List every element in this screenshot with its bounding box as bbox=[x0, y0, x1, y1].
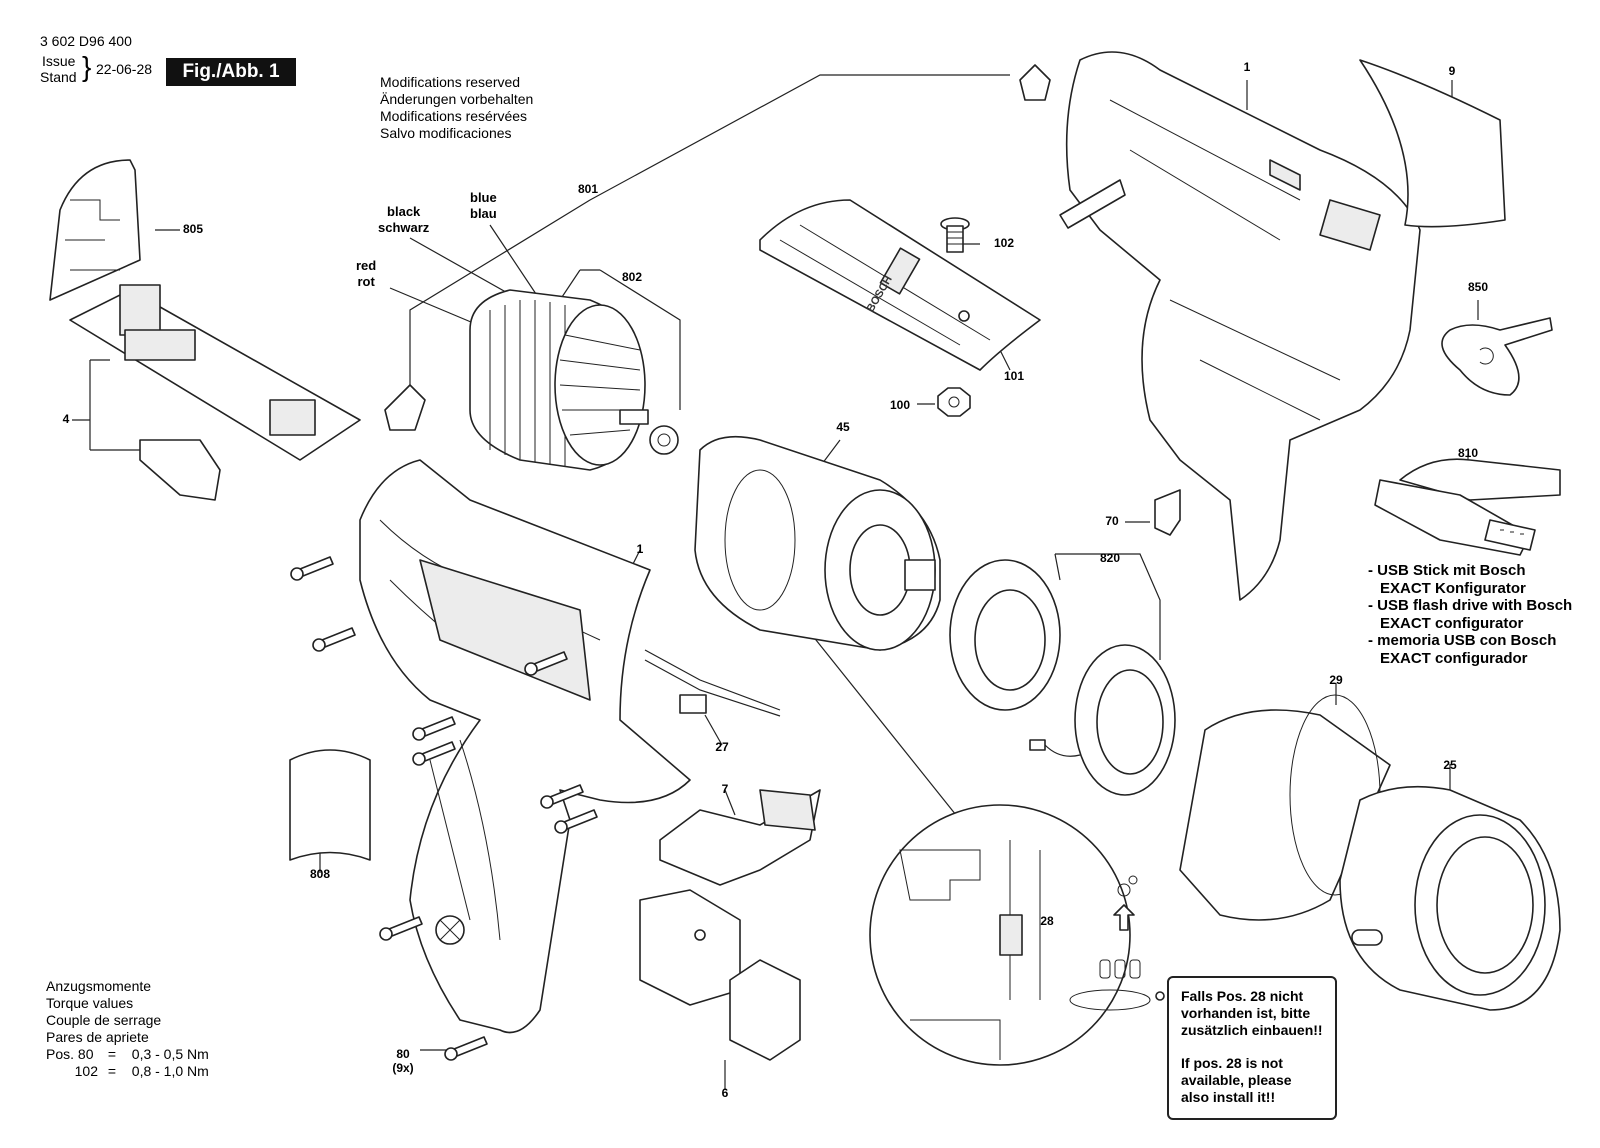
part-label-27: 27 bbox=[715, 740, 729, 755]
notice-en: If pos. 28 is not available, please also… bbox=[1181, 1055, 1292, 1105]
screw-part-102 bbox=[940, 217, 970, 253]
part-label-1-right: 1 bbox=[1243, 60, 1251, 75]
usb-note-line-3: - USB flash drive with Bosch bbox=[1368, 597, 1573, 614]
usb-stick-part-810 bbox=[1374, 458, 1561, 556]
issue-label-1: Issue bbox=[42, 53, 76, 69]
torque-row: Pos. 80 = 0,3 - 0,5 Nm bbox=[46, 1046, 209, 1062]
torque-title-en: Torque values bbox=[46, 995, 134, 1011]
part-label-808: 808 bbox=[309, 867, 331, 882]
install-notice-box: Falls Pos. 28 nicht vorhanden ist, bitte… bbox=[1167, 976, 1337, 1120]
clip-part-70 bbox=[1154, 489, 1181, 536]
motor-part-802 bbox=[469, 289, 679, 471]
label-sheet-part-9 bbox=[1359, 59, 1506, 228]
part-label-1-left: 1 bbox=[636, 542, 644, 557]
switch-slider-part-7 bbox=[659, 789, 821, 886]
screws-part-80 bbox=[290, 556, 598, 1061]
torque-title-es: Pares de apriete bbox=[46, 1029, 149, 1045]
usb-note-line-1: - USB Stick mit Bosch bbox=[1368, 562, 1526, 579]
part-label-100: 100 bbox=[889, 398, 911, 413]
usb-stick-note: - USB Stick mit Bosch EXACT Konfigurator… bbox=[1368, 562, 1572, 667]
part-label-102: 102 bbox=[993, 236, 1015, 251]
wire-red-label: red rot bbox=[356, 258, 377, 289]
part-label-9: 9 bbox=[1448, 64, 1456, 79]
part-label-810: 810 bbox=[1457, 446, 1479, 461]
housing-right-part-1 bbox=[1059, 51, 1421, 601]
brush-holder-part bbox=[384, 64, 1051, 431]
issue-label-2: Stand bbox=[40, 69, 77, 85]
cover-plate-part-101 bbox=[759, 199, 1041, 371]
usb-note-line-6: EXACT configurador bbox=[1380, 649, 1528, 667]
switch-part-6 bbox=[639, 889, 801, 1061]
modification-es: Salvo modificaciones bbox=[380, 125, 512, 141]
part-label-850: 850 bbox=[1467, 280, 1489, 295]
usb-note-line-4: EXACT configurator bbox=[1380, 614, 1524, 632]
gearbox-part-45 bbox=[694, 435, 941, 651]
wire-blue-label: blue blau bbox=[470, 190, 497, 221]
modifications-notice: Modifications reserved Änderungen vorbeh… bbox=[380, 74, 533, 142]
part-label-80: 80 (9x) bbox=[392, 1047, 414, 1075]
usb-note-line-2: EXACT Konfigurator bbox=[1380, 579, 1526, 597]
torque-title-de: Anzugsmomente bbox=[46, 978, 152, 994]
torque-title-fr: Couple de serrage bbox=[46, 1012, 162, 1028]
label-sheet-part-808 bbox=[289, 749, 371, 861]
part-label-802: 802 bbox=[621, 270, 643, 285]
part-label-70: 70 bbox=[1105, 514, 1119, 529]
nut-part-100 bbox=[937, 387, 971, 417]
figure-label: Fig./Abb. 1 bbox=[166, 58, 296, 86]
detail-circle-part-28 bbox=[869, 804, 1165, 1066]
part-label-25: 25 bbox=[1443, 758, 1457, 773]
part-label-801: 801 bbox=[577, 182, 599, 197]
part-label-7: 7 bbox=[721, 782, 729, 797]
cable-part-27 bbox=[644, 649, 781, 717]
ring-assembly-part-820 bbox=[949, 559, 1176, 796]
part-label-45: 45 bbox=[836, 420, 850, 435]
issue-brace: } bbox=[82, 51, 92, 82]
part-label-101: 101 bbox=[1003, 369, 1025, 384]
usb-note-line-5: - memoria USB con Bosch bbox=[1368, 632, 1557, 649]
torque-values: Anzugsmomente Torque values Couple de se… bbox=[46, 978, 209, 1080]
part-label-820: 820 bbox=[1099, 551, 1121, 566]
key-part-850 bbox=[1441, 317, 1553, 396]
part-label-29: 29 bbox=[1329, 673, 1343, 688]
doc-number: 3 602 D96 400 bbox=[40, 33, 132, 49]
wire-black-label: black schwarz bbox=[378, 204, 430, 235]
part-label-805: 805 bbox=[182, 222, 204, 237]
issue-date: 22-06-28 bbox=[96, 61, 153, 77]
modification-de: Änderungen vorbehalten bbox=[380, 91, 534, 107]
modification-en: Modifications reserved bbox=[380, 74, 521, 90]
part-label-4: 4 bbox=[62, 412, 70, 427]
torque-row: 102 = 0,8 - 1,0 Nm bbox=[74, 1063, 209, 1079]
part-label-6: 6 bbox=[721, 1086, 729, 1101]
notice-de: Falls Pos. 28 nicht vorhanden ist, bitte… bbox=[1181, 988, 1323, 1038]
part-label-28: 28 bbox=[1040, 914, 1054, 929]
collar-part-25 bbox=[1339, 785, 1561, 1011]
modification-fr: Modifications resérvées bbox=[380, 108, 528, 124]
pcb-board-part-805 bbox=[49, 159, 361, 501]
